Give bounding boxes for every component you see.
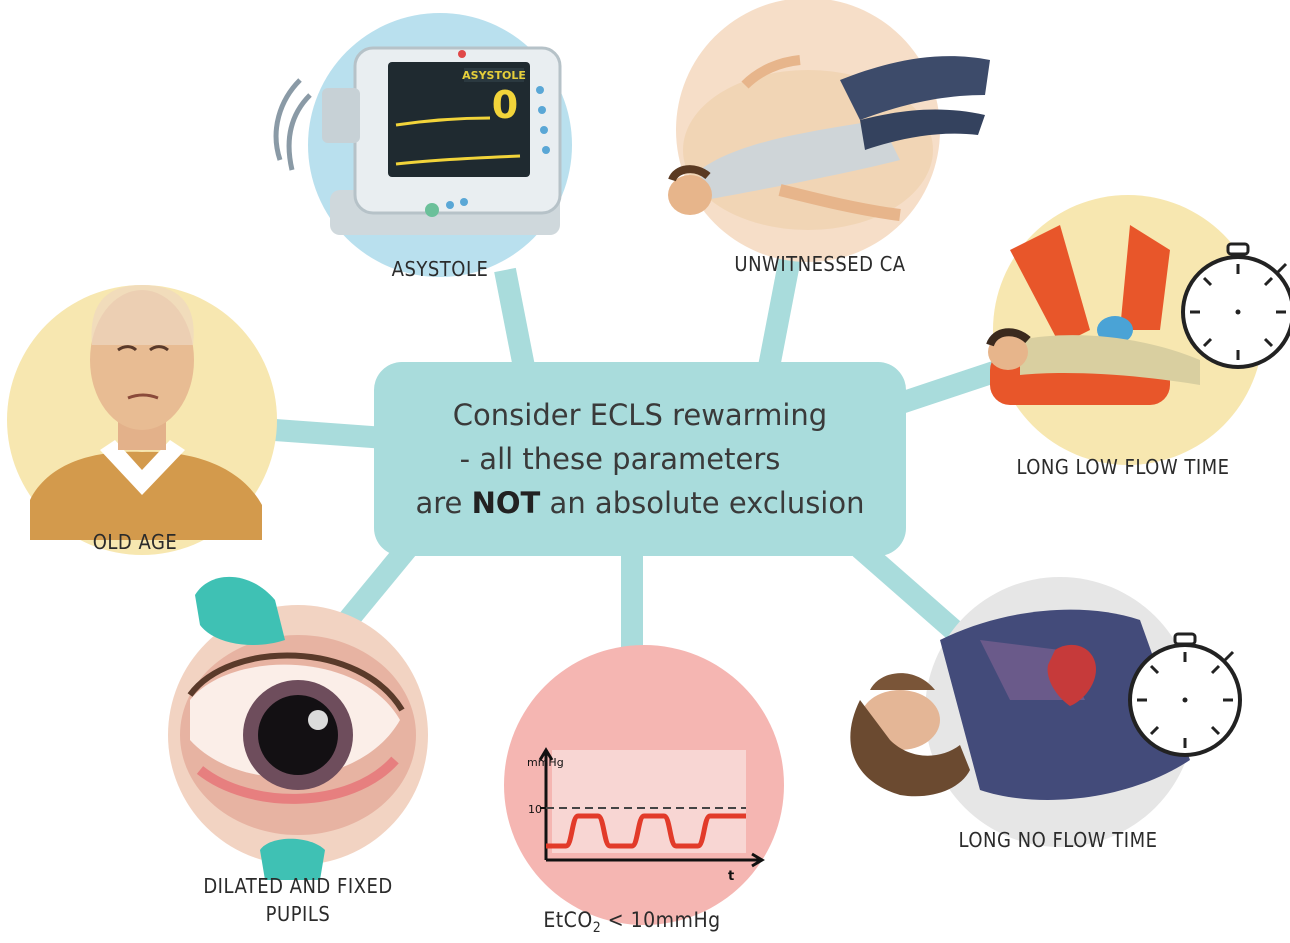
monitor-badge: ASYSTOLE — [462, 69, 526, 82]
unwitnessed-illustration — [668, 0, 990, 262]
etco2-threshold-label: 10 — [528, 803, 542, 816]
asystole-illustration: ASYSTOLE 0 — [276, 13, 572, 277]
long-no-flow-illustration — [850, 577, 1240, 847]
etco2-illustration: mmHg 10 t — [504, 645, 784, 925]
center-line-3-bold: NOT — [472, 486, 541, 520]
old-age-illustration — [7, 285, 277, 555]
center-line-3-post: an absolute exclusion — [540, 486, 864, 520]
label-dilated-pupils-line1: DILATED AND FIXED — [203, 872, 392, 900]
monitor-alarm-light — [458, 50, 466, 58]
center-line-1: Consider ECLS rewarming — [453, 393, 827, 437]
monitor-value: 0 — [492, 83, 518, 127]
connector-long-low-flow — [895, 370, 1000, 405]
dilated-pupils-illustration — [168, 577, 428, 880]
label-etco2-sub: 2 — [593, 920, 602, 936]
label-dilated-pupils-line2: PUPILS — [203, 900, 392, 928]
fingertip-top — [195, 577, 285, 645]
center-message-box: Consider ECLS rewarming - all these para… — [374, 362, 906, 556]
label-asystole: ASYSTOLE — [392, 257, 489, 281]
etco2-y-unit: mmHg — [527, 756, 564, 769]
center-line-3-pre: are — [416, 486, 472, 520]
label-etco2-main: EtCO — [543, 908, 592, 932]
connector-long-no-flow — [860, 548, 965, 640]
center-line-2: - all these parameters — [460, 437, 781, 481]
label-unwitnessed-ca: UNWITNESSED CA — [734, 252, 905, 276]
etco2-x-unit: t — [728, 869, 734, 884]
connector-old-age — [275, 430, 385, 438]
label-long-low-flow-time: LONG LOW FLOW TIME — [1016, 455, 1229, 479]
label-etco2: EtCO2 < 10mmHg — [543, 908, 720, 936]
label-long-no-flow-time: LONG NO FLOW TIME — [959, 828, 1158, 852]
connector-asystole — [505, 270, 525, 372]
label-old-age: OLD AGE — [93, 530, 178, 554]
label-dilated-pupils: DILATED AND FIXED PUPILS — [203, 872, 392, 928]
center-line-3: are NOT an absolute exclusion — [416, 481, 865, 525]
label-etco2-rest: < 10mmHg — [601, 908, 720, 932]
long-low-flow-illustration — [988, 195, 1290, 465]
